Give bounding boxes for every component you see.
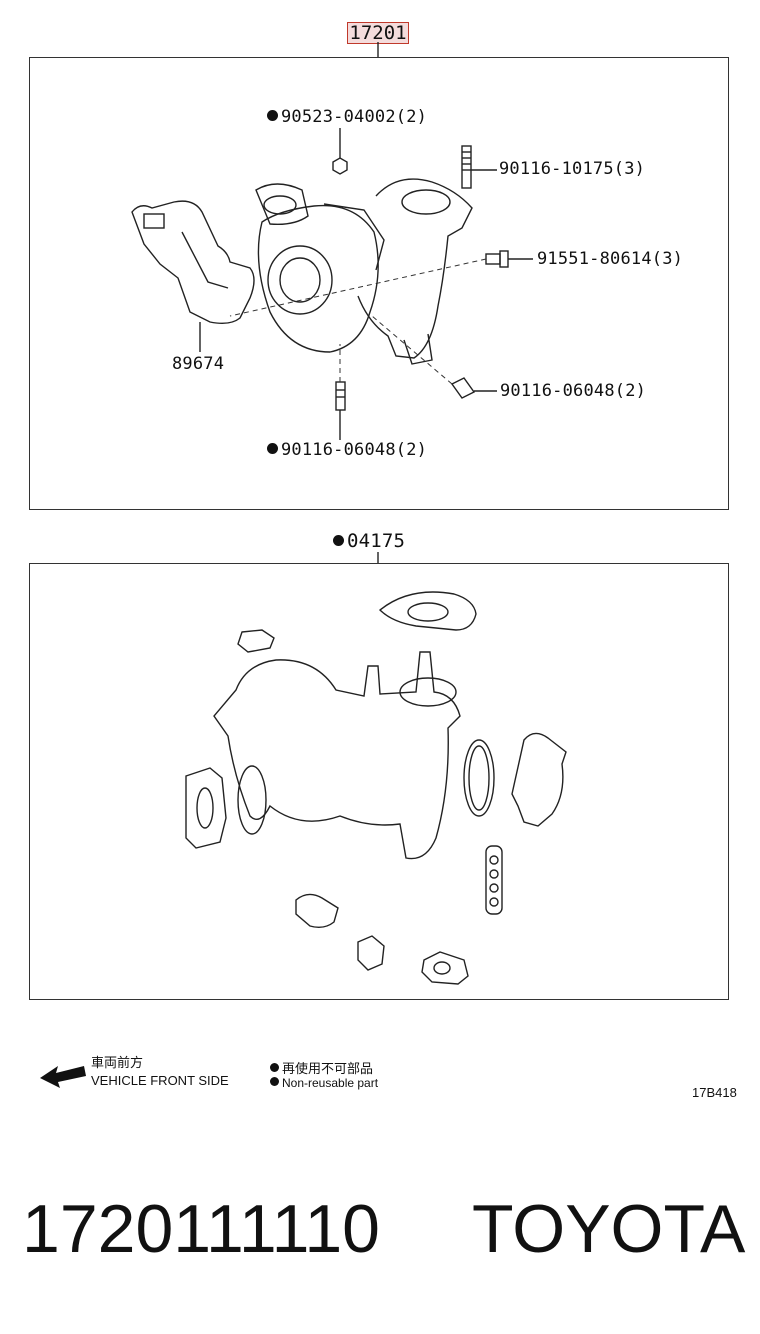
actuator-bracket-drawing (131, 200, 255, 352)
legend-nonreusable-jp: 再使用不可部品 (270, 1058, 373, 1077)
footer-part-number: 1720111110 (22, 1191, 380, 1267)
non-reusable-bullet-icon (267, 110, 278, 121)
callout-89674[interactable]: 89674 (172, 354, 225, 374)
turbocharger-housing-drawing (255, 178, 473, 365)
stud-bolt-bottom-drawing (335, 344, 346, 440)
footer-brand: TOYOTA (472, 1191, 746, 1267)
vehicle-front-arrow-icon (40, 1066, 86, 1088)
front-side-jp-label: 車両前方 (91, 1055, 144, 1070)
non-reusable-bullet-icon (333, 535, 344, 546)
non-reusable-bullet-icon (267, 443, 278, 454)
legend-nonreusable-en: Non-reusable part (270, 1076, 378, 1090)
non-reusable-bullet-icon (270, 1063, 279, 1072)
callout-90523[interactable]: 90523-04002(2) (267, 109, 427, 126)
callout-90116-06048-bottom[interactable]: 90116-06048(2) (267, 442, 427, 459)
diagram-code: 17B418 (692, 1085, 737, 1100)
callout-90116-10175[interactable]: 90116-10175(3) (499, 159, 646, 179)
stud-bolt-top-drawing (461, 145, 497, 189)
gasket-kit-turbo-drawing (185, 591, 567, 985)
gasket-kit-panel (29, 563, 729, 1000)
assembly-part-number[interactable]: 17201 (347, 22, 409, 44)
gasket-kit-label[interactable]: 04175 (333, 532, 405, 551)
stud-bolt-right-drawing (371, 315, 497, 399)
callout-90116-06048-right[interactable]: 90116-06048(2) (500, 381, 647, 401)
callout-91551[interactable]: 91551-80614(3) (537, 249, 684, 269)
flange-bolt-drawing (229, 250, 533, 317)
non-reusable-bullet-icon (270, 1077, 279, 1086)
lock-nut-drawing (332, 128, 348, 175)
turbo-assembly-panel (29, 57, 729, 510)
front-side-en-label: VEHICLE FRONT SIDE (91, 1073, 229, 1088)
